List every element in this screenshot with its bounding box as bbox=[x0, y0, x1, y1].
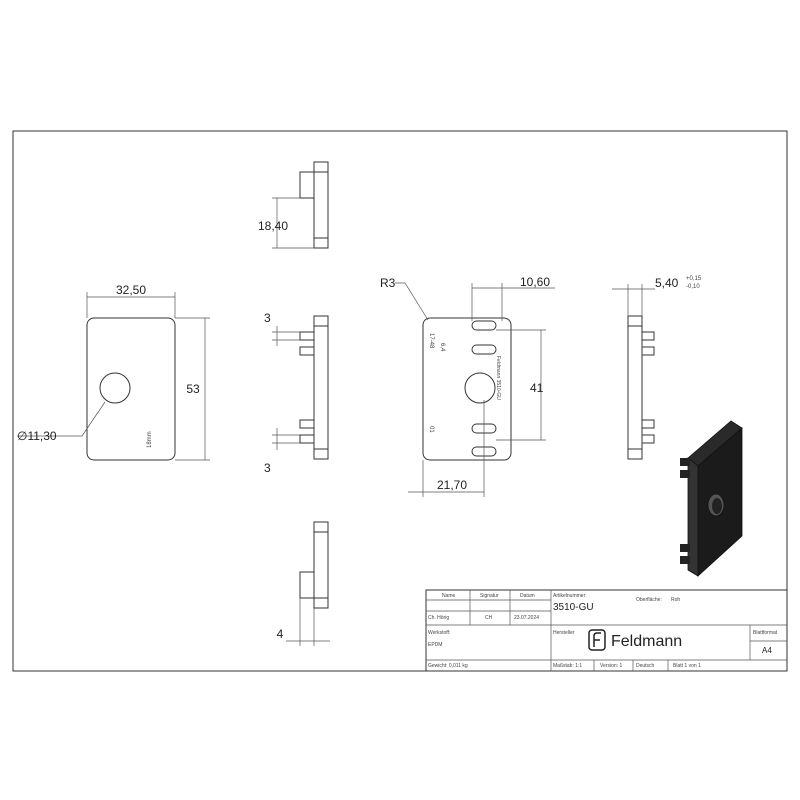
tb-brand: Feldmann bbox=[611, 633, 682, 650]
tb-weight: Gewicht: 0,011 kg bbox=[428, 663, 468, 669]
tb-format-value: A4 bbox=[762, 646, 772, 655]
tb-surface-label: Oberfläche: bbox=[636, 597, 662, 603]
dim-slot-from-left: 21,70 bbox=[437, 478, 467, 492]
front-view: 32,50 53 ∅11,30 18mm bbox=[17, 283, 210, 461]
dim-side-3-top: 3 bbox=[264, 311, 271, 325]
dim-rib-depth: 5,40 bbox=[655, 276, 679, 290]
dim-tol-minus: -0,10 bbox=[686, 284, 700, 290]
tb-language: Deutsch bbox=[636, 663, 655, 669]
dim-front-height: 53 bbox=[186, 382, 200, 396]
tb-material-label: Werkstoff: bbox=[428, 630, 450, 636]
marking-a: 6,4 bbox=[439, 343, 445, 352]
tb-signature: CH bbox=[485, 615, 493, 621]
feldmann-logo: Feldmann bbox=[588, 629, 682, 651]
marking-d: Feldmann 3510-GU bbox=[495, 356, 501, 400]
dim-side-3-bottom: 3 bbox=[264, 461, 271, 475]
tb-manufacturer-label: Hersteller bbox=[553, 630, 575, 636]
front-hole bbox=[99, 372, 131, 404]
tb-format-label: Blattformat bbox=[753, 630, 778, 636]
tb-date-label: Datum bbox=[520, 593, 535, 599]
tb-name-label: Name bbox=[442, 593, 456, 599]
marking-size: 18mm bbox=[147, 431, 153, 448]
tb-scale: Maßstab: 1:1 bbox=[553, 663, 582, 669]
tb-sheet: Blatt 1 von 1 bbox=[673, 663, 701, 669]
tb-version: Version: 1 bbox=[600, 663, 622, 669]
right-side-view: 5,40 +0,15 -0,10 bbox=[612, 276, 702, 460]
dim-slot-offset: 10,60 bbox=[520, 275, 550, 289]
dim-hole-diameter: ∅11,30 bbox=[17, 429, 57, 443]
rear-view: R3 10,60 41 21,70 6,4 17-48 01 Feldmann … bbox=[380, 275, 555, 497]
tb-article-number: 3510-GU bbox=[553, 602, 594, 613]
tb-drawn-by: Ch. Hörig bbox=[428, 615, 449, 621]
front-plate bbox=[86, 317, 176, 461]
tb-material-value: EPDM bbox=[428, 642, 442, 648]
middle-side-view: 3 3 bbox=[264, 311, 329, 475]
dim-front-width: 32,50 bbox=[116, 283, 146, 297]
dim-top-height: 18,40 bbox=[258, 219, 288, 233]
tb-surface-value: Roh bbox=[671, 597, 680, 603]
isometric-view bbox=[680, 420, 743, 577]
drawing-border bbox=[12, 130, 788, 672]
dim-tol-plus: +0,15 bbox=[686, 276, 702, 282]
dim-slot-span: 41 bbox=[530, 381, 544, 395]
dim-radius: R3 bbox=[380, 276, 396, 290]
tb-date: 23.07.2024 bbox=[514, 615, 539, 621]
tb-article-label: Artikelnummer bbox=[553, 593, 586, 599]
dim-bottom-thickness: 4 bbox=[277, 627, 284, 641]
bottom-side-view: 4 bbox=[277, 521, 330, 646]
top-side-view: 18,40 bbox=[258, 161, 329, 249]
title-block: Name Signatur Datum Ch. Hörig CH 23.07.2… bbox=[425, 589, 788, 672]
tb-signature-label: Signatur bbox=[480, 593, 499, 599]
marking-b: 17-48 bbox=[428, 333, 434, 349]
marking-c: 01 bbox=[428, 426, 434, 433]
